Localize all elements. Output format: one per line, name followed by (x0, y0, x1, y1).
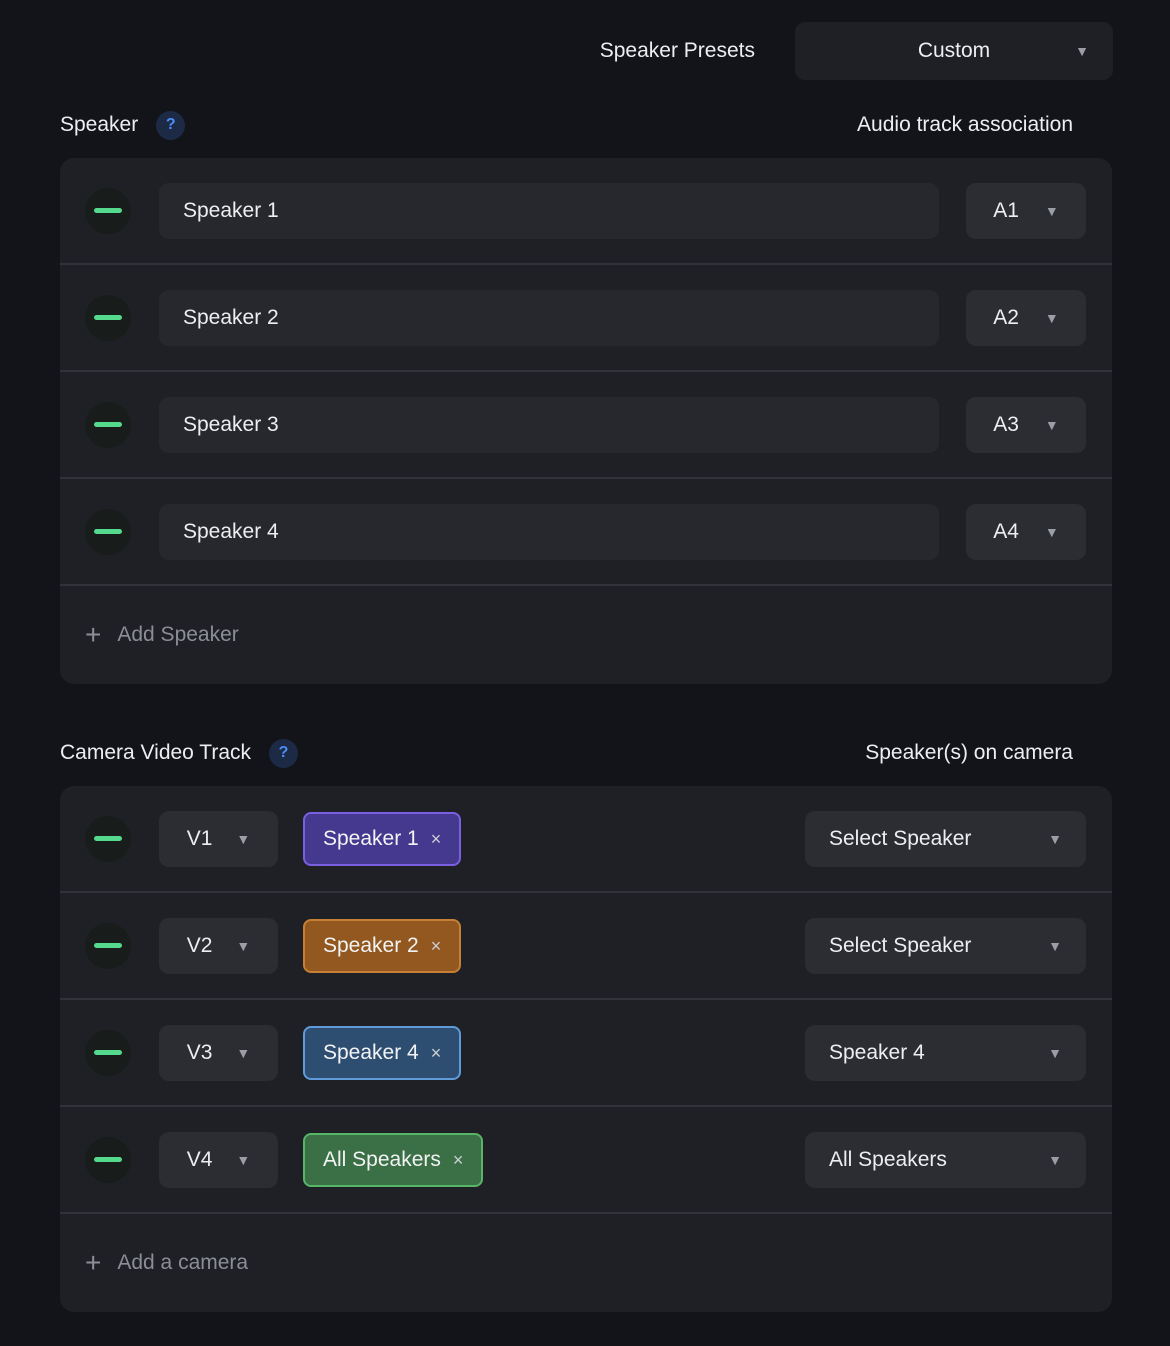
remove-camera-button[interactable] (85, 1136, 131, 1183)
camera-panel: V1 ▼ Speaker 1 × Select Speaker ▼ V2 ▼ S… (60, 786, 1112, 1312)
chevron-down-icon: ▼ (236, 1044, 251, 1061)
chevron-down-icon: ▼ (1048, 937, 1062, 954)
speakers-on-camera-label: Speaker(s) on camera (865, 741, 1073, 764)
camera-row: V3 ▼ Speaker 4 × Speaker 4 ▼ (60, 1000, 1112, 1107)
speaker-tag[interactable]: All Speakers × (303, 1132, 484, 1187)
video-track-dropdown[interactable]: V4 ▼ (159, 1131, 278, 1188)
speaker-tag[interactable]: Speaker 2 × (303, 918, 462, 973)
minus-icon (94, 1157, 122, 1162)
select-speaker-value: All Speakers (829, 1147, 947, 1171)
speaker-section-title: Speaker (60, 113, 139, 136)
select-speaker-value: Select Speaker (829, 826, 972, 850)
top-bar: Speaker Presets Custom ▼ (0, 0, 1170, 80)
select-speaker-dropdown[interactable]: All Speakers ▼ (805, 1131, 1086, 1188)
video-track-value: V2 (186, 933, 213, 957)
remove-speaker-button[interactable] (85, 508, 131, 555)
minus-icon (94, 529, 122, 534)
speaker-name-input[interactable] (159, 182, 939, 239)
speaker-tag-label: Speaker 2 (323, 933, 419, 957)
add-camera-label: Add a camera (117, 1251, 249, 1274)
speaker-tag[interactable]: Speaker 1 × (303, 811, 462, 866)
remove-speaker-button[interactable] (85, 294, 131, 341)
select-speaker-value: Speaker 4 (829, 1040, 925, 1064)
speaker-row: A3 ▼ (60, 372, 1112, 479)
chevron-down-icon: ▼ (236, 1151, 251, 1168)
chevron-down-icon: ▼ (1048, 830, 1062, 847)
speaker-presets-label: Speaker Presets (599, 39, 755, 62)
add-speaker-label: Add Speaker (117, 623, 239, 646)
speaker-tag-label: Speaker 4 (323, 1040, 419, 1064)
speaker-name-input[interactable] (159, 289, 939, 346)
speaker-tag-label: Speaker 1 (323, 826, 419, 850)
help-icon[interactable]: ? (269, 738, 299, 768)
remove-camera-button[interactable] (85, 815, 131, 862)
audio-track-value: A3 (993, 412, 1019, 436)
close-icon[interactable]: × (430, 935, 442, 956)
camera-row: V2 ▼ Speaker 2 × Select Speaker ▼ (60, 893, 1112, 1000)
chevron-down-icon: ▼ (1075, 43, 1089, 59)
video-track-dropdown[interactable]: V2 ▼ (159, 917, 278, 974)
audio-track-value: A2 (993, 305, 1019, 329)
help-icon[interactable]: ? (156, 110, 186, 140)
plus-icon: + (85, 1247, 102, 1278)
camera-header-left: Camera Video Track ? (60, 738, 299, 768)
audio-track-value: A1 (993, 198, 1019, 222)
chevron-down-icon: ▼ (1044, 202, 1059, 219)
select-speaker-dropdown[interactable]: Speaker 4 ▼ (805, 1024, 1086, 1081)
video-track-value: V3 (186, 1040, 213, 1064)
audio-track-association-label: Audio track association (857, 113, 1073, 136)
camera-row: V1 ▼ Speaker 1 × Select Speaker ▼ (60, 786, 1112, 893)
speaker-panel: A1 ▼ A2 ▼ A3 ▼ A4 ▼ + Add Speaker (60, 158, 1112, 684)
minus-icon (94, 422, 122, 427)
speaker-name-input[interactable] (159, 503, 939, 560)
audio-track-dropdown[interactable]: A2 ▼ (966, 289, 1086, 346)
audio-track-dropdown[interactable]: A1 ▼ (966, 182, 1086, 239)
video-track-dropdown[interactable]: V3 ▼ (159, 1024, 278, 1081)
chevron-down-icon: ▼ (1048, 1044, 1062, 1061)
add-speaker-button[interactable]: + Add Speaker (60, 586, 1112, 684)
chevron-down-icon: ▼ (1044, 309, 1059, 326)
minus-icon (94, 315, 122, 320)
minus-icon (94, 943, 122, 948)
remove-camera-button[interactable] (85, 922, 131, 969)
audio-track-dropdown[interactable]: A3 ▼ (966, 396, 1086, 453)
camera-section-header: Camera Video Track ? Speaker(s) on camer… (60, 738, 1073, 768)
speaker-header-left: Speaker ? (60, 110, 186, 140)
select-speaker-dropdown[interactable]: Select Speaker ▼ (805, 810, 1086, 867)
speaker-name-input[interactable] (159, 396, 939, 453)
camera-section-title: Camera Video Track (60, 741, 252, 764)
video-track-value: V1 (186, 826, 213, 850)
add-camera-button[interactable]: + Add a camera (60, 1214, 1112, 1312)
select-speaker-value: Select Speaker (829, 933, 972, 957)
close-icon[interactable]: × (430, 1042, 442, 1063)
speaker-tag[interactable]: Speaker 4 × (303, 1025, 462, 1080)
speaker-tag-label: All Speakers (323, 1147, 441, 1171)
chevron-down-icon: ▼ (1048, 1151, 1062, 1168)
chevron-down-icon: ▼ (236, 937, 251, 954)
video-track-value: V4 (186, 1147, 213, 1171)
speaker-row: A2 ▼ (60, 265, 1112, 372)
audio-track-dropdown[interactable]: A4 ▼ (966, 503, 1086, 560)
minus-icon (94, 836, 122, 841)
speaker-row: A4 ▼ (60, 479, 1112, 586)
close-icon[interactable]: × (452, 1149, 464, 1170)
video-track-dropdown[interactable]: V1 ▼ (159, 810, 278, 867)
minus-icon (94, 208, 122, 213)
select-speaker-dropdown[interactable]: Select Speaker ▼ (805, 917, 1086, 974)
speaker-row: A1 ▼ (60, 158, 1112, 265)
remove-speaker-button[interactable] (85, 187, 131, 234)
speaker-presets-dropdown[interactable]: Custom ▼ (795, 22, 1113, 80)
speaker-section-header: Speaker ? Audio track association (60, 110, 1073, 140)
close-icon[interactable]: × (430, 828, 442, 849)
remove-speaker-button[interactable] (85, 401, 131, 448)
camera-row: V4 ▼ All Speakers × All Speakers ▼ (60, 1107, 1112, 1214)
preset-selected-value: Custom (917, 39, 991, 62)
plus-icon: + (85, 619, 102, 650)
chevron-down-icon: ▼ (1044, 416, 1059, 433)
minus-icon (94, 1050, 122, 1055)
chevron-down-icon: ▼ (236, 830, 251, 847)
audio-track-value: A4 (993, 519, 1019, 543)
chevron-down-icon: ▼ (1044, 523, 1059, 540)
remove-camera-button[interactable] (85, 1029, 131, 1076)
